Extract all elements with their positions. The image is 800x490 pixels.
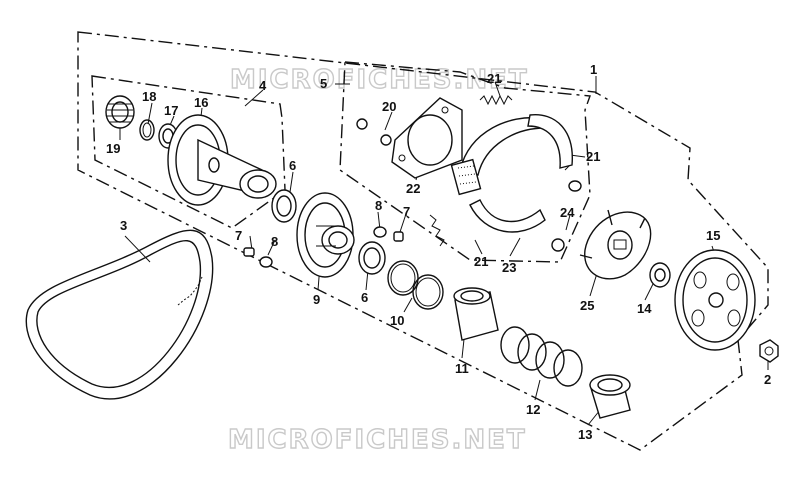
bolt-7-right xyxy=(393,231,404,242)
o-rings xyxy=(387,260,444,310)
clutch-shoes xyxy=(450,114,573,233)
callout-16: 16 xyxy=(194,95,208,110)
callout-10: 10 xyxy=(390,313,404,328)
seal-ring-6-lower xyxy=(358,241,386,275)
needle-bearing xyxy=(105,95,135,129)
callout-24: 24 xyxy=(560,205,575,220)
callout-23: 23 xyxy=(502,260,516,275)
callout-18: 18 xyxy=(142,89,156,104)
nut-20-a xyxy=(356,118,368,130)
spring xyxy=(500,326,583,387)
callout-21-bottom: 21 xyxy=(474,254,488,269)
washer-24 xyxy=(568,180,582,192)
watermark-top: MICROFICHES.NET xyxy=(230,65,529,95)
callout-7-right: 7 xyxy=(403,204,410,219)
callout-21-top: 21 xyxy=(487,71,501,86)
callout-13: 13 xyxy=(578,427,592,442)
callout-9: 9 xyxy=(313,292,320,307)
callout-8-right: 8 xyxy=(375,198,382,213)
callout-20: 20 xyxy=(382,99,396,114)
spacer-13 xyxy=(589,374,631,419)
watermark-bottom: MICROFICHES.NET xyxy=(228,425,527,455)
circlip xyxy=(139,119,155,141)
clutch-bell xyxy=(674,249,756,351)
callout-25: 25 xyxy=(580,298,594,313)
clutch-plate xyxy=(391,97,463,179)
bolt-7-left xyxy=(243,247,255,257)
callout-19: 19 xyxy=(106,141,120,156)
nut-2 xyxy=(759,339,779,363)
collar xyxy=(453,287,499,341)
callout-12: 12 xyxy=(526,402,540,417)
callout-11: 11 xyxy=(455,361,469,376)
nut-8-right xyxy=(373,226,387,238)
movable-drive-face xyxy=(167,114,277,206)
callout-labels: 1 2 3 4 5 6 6 7 7 8 8 9 10 11 12 13 14 1… xyxy=(106,62,771,442)
callout-14: 14 xyxy=(637,301,652,316)
spring-21-bottom xyxy=(429,214,445,247)
callout-17: 17 xyxy=(164,103,178,118)
nut-24 xyxy=(551,238,565,252)
assembly-boundary-outer xyxy=(77,31,769,451)
spring-21-top xyxy=(479,94,513,106)
drive-plate xyxy=(579,209,652,280)
clutch-shoe-group-boundary xyxy=(339,61,591,263)
callout-3: 3 xyxy=(120,218,127,233)
nut-8-left xyxy=(259,256,273,268)
callout-1: 1 xyxy=(590,62,597,77)
callout-6-upper: 6 xyxy=(289,158,296,173)
nut-14 xyxy=(649,262,671,288)
callout-2: 2 xyxy=(764,372,771,387)
callout-6-lower: 6 xyxy=(361,290,368,305)
callout-8-left: 8 xyxy=(271,234,278,249)
callout-7-left: 7 xyxy=(235,228,242,243)
driven-face xyxy=(296,192,355,278)
drive-belt xyxy=(25,229,214,400)
callout-5: 5 xyxy=(320,76,327,91)
seal-ring-6-upper xyxy=(271,189,297,223)
callout-4: 4 xyxy=(259,78,267,93)
nut-20-b xyxy=(380,134,392,146)
callout-15: 15 xyxy=(706,228,720,243)
callout-21-right: 21 xyxy=(586,149,600,164)
callout-22: 22 xyxy=(406,181,420,196)
